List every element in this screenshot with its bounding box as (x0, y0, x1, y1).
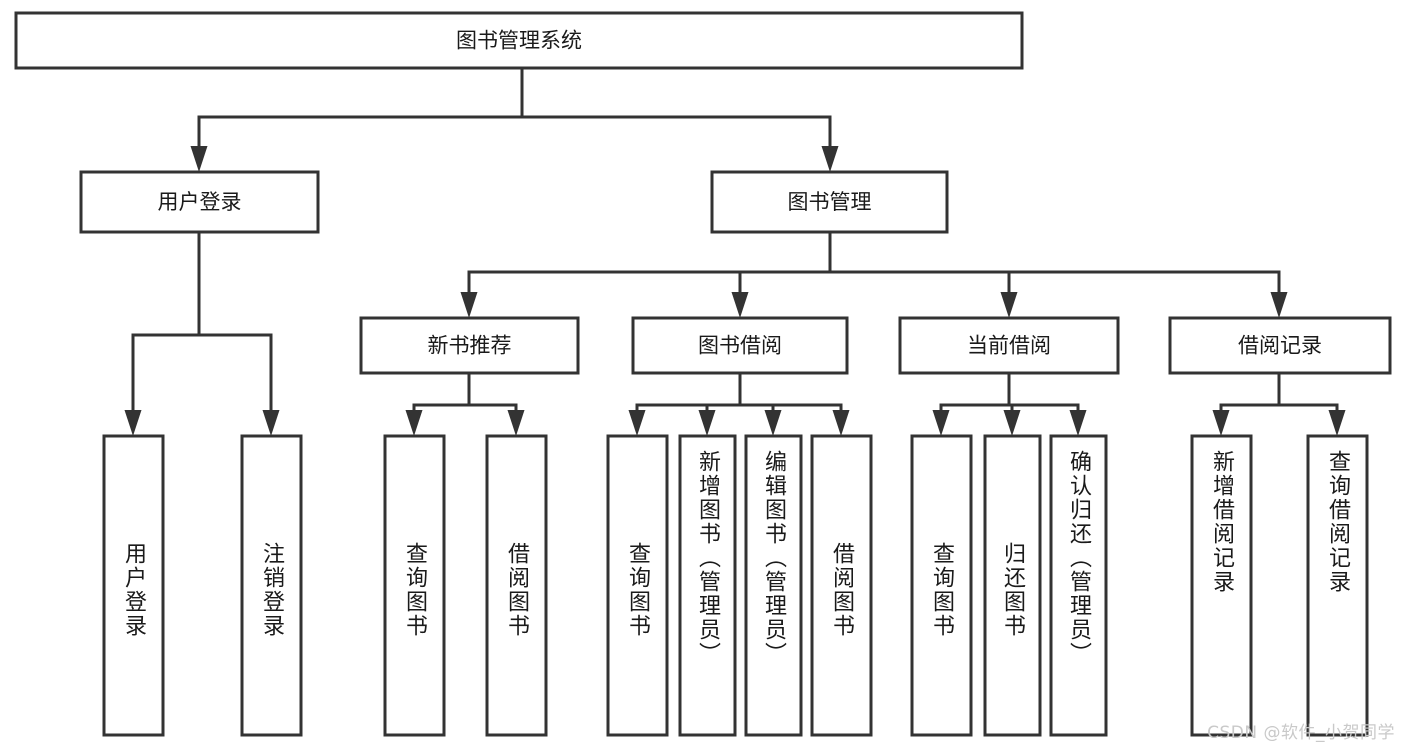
level3-node-2-rect[interactable] (898, 316, 1120, 375)
group-2-leaf-arrow-1-head (1003, 410, 1021, 436)
group-2-leaf-arrow-0-head (932, 410, 950, 436)
manage-branch-arrow-3-head (1270, 292, 1288, 318)
leaf-node-10-rect[interactable] (1049, 434, 1108, 737)
root-branch-arrow-1-head (821, 146, 839, 172)
leaf-node-5[interactable] (678, 434, 737, 737)
leaf-node-12[interactable] (1306, 434, 1369, 737)
level2-node-0-label: 用户登录 (158, 190, 242, 214)
group-0-leaf-arrow-0-head (405, 410, 423, 436)
leaf-node-2-rect[interactable] (383, 434, 446, 737)
level3-node-1[interactable]: 图书借阅 (631, 316, 849, 375)
group-0-leaf-arrow-1-head (507, 410, 525, 436)
level2-node-1[interactable]: 图书管理 (710, 170, 949, 234)
leaf-node-7-rect[interactable] (810, 434, 873, 737)
group-1-leaf-arrow-3-head (832, 410, 850, 436)
login-leaf-arrow-0-head (124, 410, 142, 436)
level3-node-3-label: 借阅记录 (1238, 334, 1322, 358)
manage-branch-arrow-0-head (460, 292, 478, 318)
group-1-leaf-arrow-1-head (698, 410, 716, 436)
leaf-node-9-rect[interactable] (983, 434, 1042, 737)
leaf-node-9[interactable] (983, 434, 1042, 737)
group-3-leaf-arrow-0-head (1212, 410, 1230, 436)
group-1-leaf-arrow-2-head (764, 410, 782, 436)
group-2-leaf-arrow-2-head (1069, 410, 1087, 436)
level2-node-0[interactable]: 用户登录 (79, 170, 320, 234)
leaf-node-11[interactable] (1190, 434, 1253, 737)
leaf-node-4[interactable] (606, 434, 669, 737)
level3-node-3-rect[interactable] (1168, 316, 1392, 375)
root-node-library-system-rect[interactable] (14, 11, 1024, 70)
level3-node-2-label: 当前借阅 (967, 334, 1051, 358)
group-1-leaf-arrow-0-head (628, 410, 646, 436)
level3-node-2[interactable]: 当前借阅 (898, 316, 1120, 375)
level3-node-3[interactable]: 借阅记录 (1168, 316, 1392, 375)
leaf-node-12-rect[interactable] (1306, 434, 1369, 737)
login-leaf-arrow-1-head (262, 410, 280, 436)
level3-node-0-rect[interactable] (359, 316, 580, 375)
manage-branch-arrow-2-head (1000, 292, 1018, 318)
leaf-node-3[interactable] (485, 434, 548, 737)
leaf-node-0-rect[interactable] (102, 434, 165, 737)
leaf-node-4-rect[interactable] (606, 434, 669, 737)
leaf-node-1-rect[interactable] (240, 434, 303, 737)
root-node-library-system[interactable]: 图书管理系统 (14, 11, 1024, 70)
leaf-node-2[interactable] (383, 434, 446, 737)
root-branch-arrow-0-head (190, 146, 208, 172)
level3-node-1-rect[interactable] (631, 316, 849, 375)
level2-node-1-rect[interactable] (710, 170, 949, 234)
leaf-node-0[interactable] (102, 434, 165, 737)
manage-branch-arrow-1-head (731, 292, 749, 318)
level2-node-0-rect[interactable] (79, 170, 320, 234)
leaf-node-6[interactable] (744, 434, 803, 737)
level3-node-0-label: 新书推荐 (428, 334, 512, 358)
leaf-node-11-rect[interactable] (1190, 434, 1253, 737)
leaf-node-10[interactable] (1049, 434, 1108, 737)
connector-layer (124, 66, 1346, 436)
leaf-node-3-rect[interactable] (485, 434, 548, 737)
leaf-node-5-rect[interactable] (678, 434, 737, 737)
leaf-node-8-rect[interactable] (910, 434, 973, 737)
level3-node-1-label: 图书借阅 (698, 334, 782, 358)
group-3-leaf-arrow-1-head (1328, 410, 1346, 436)
level2-node-1-label: 图书管理 (788, 190, 872, 214)
level3-node-0[interactable]: 新书推荐 (359, 316, 580, 375)
leaf-node-8[interactable] (910, 434, 973, 737)
leaf-node-7[interactable] (810, 434, 873, 737)
leaf-node-1[interactable] (240, 434, 303, 737)
root-node-library-system-label: 图书管理系统 (456, 29, 582, 53)
leaf-node-6-rect[interactable] (744, 434, 803, 737)
